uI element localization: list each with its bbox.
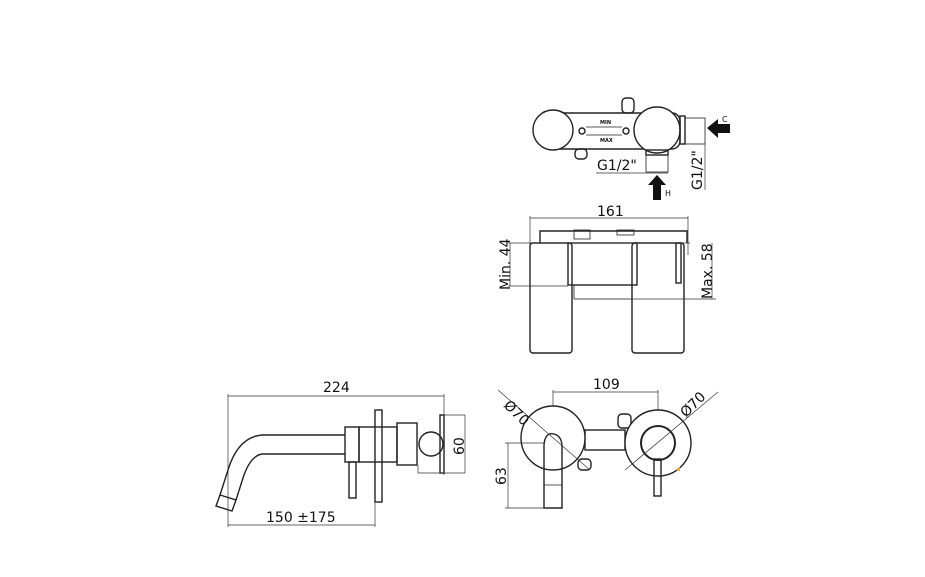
handle-hub-circle: [640, 425, 676, 461]
right-diameter-label: Ø70: [678, 389, 710, 421]
screw-left: [578, 127, 586, 135]
cold-inlet-label: C: [722, 115, 728, 124]
side-view: 224 60 150 ±175: [215, 380, 468, 527]
mounting-lug-bottom: [574, 148, 588, 160]
max-depth-label: Max. 58: [700, 243, 716, 299]
front-lug: [573, 229, 591, 240]
escutcheon-plate: [374, 409, 383, 503]
screw-right: [622, 127, 630, 135]
right-escutcheon: [624, 409, 692, 477]
plate-view: 109 Ø70 Ø70 63: [494, 377, 719, 509]
lever-front: [653, 458, 662, 497]
width-dim-label: 161: [597, 204, 624, 220]
mounting-plate: [539, 230, 688, 243]
lever-handle: [348, 461, 357, 499]
bottom-thread-label: G1/2": [597, 158, 637, 174]
top-view: MIN MAX G1/2" G1/2" C H: [532, 97, 730, 200]
central-box: [567, 242, 638, 286]
spout-height-label: 63: [494, 467, 510, 485]
valve-body-side: [358, 426, 398, 463]
total-length-label: 224: [323, 380, 350, 396]
lower-fitting: [573, 284, 633, 300]
right-side-tab: [675, 242, 682, 284]
lug-top: [617, 413, 632, 429]
connector: [396, 422, 418, 466]
spout: [219, 434, 345, 501]
plate-height-label: 60: [452, 437, 468, 455]
bottom-inlet-fitting: [645, 154, 669, 173]
max-label: MAX: [600, 138, 613, 144]
hot-inlet-arrow-icon: [648, 175, 666, 200]
left-port-circle: [532, 109, 574, 151]
wall-plate: [439, 414, 445, 474]
front-screw: [616, 229, 635, 236]
connecting-body: [584, 429, 626, 451]
spout-aerator: [215, 494, 237, 512]
spout-length-label: 150 ±175: [266, 510, 336, 526]
right-port-circle: [633, 106, 681, 154]
lug-bottom: [577, 458, 592, 471]
left-leg: [529, 242, 573, 354]
handle-hub: [344, 426, 360, 463]
side-thread-label: G1/2": [690, 150, 706, 190]
side-inlet-fitting: [684, 117, 706, 145]
hot-inlet-label: H: [665, 189, 671, 198]
side-fitting-nut: [679, 115, 686, 145]
min-label: MIN: [600, 120, 611, 126]
min-depth-label: Min. 44: [498, 238, 514, 290]
front-view: 161 Min. 44 Max. 58: [498, 204, 716, 354]
accent-mark: [676, 467, 680, 471]
mounting-lug-top: [621, 97, 635, 114]
center-distance-label: 109: [593, 377, 620, 393]
inlet-circle: [418, 431, 444, 457]
cold-inlet-arrow-icon: [707, 119, 730, 138]
spout-front: [543, 433, 563, 509]
